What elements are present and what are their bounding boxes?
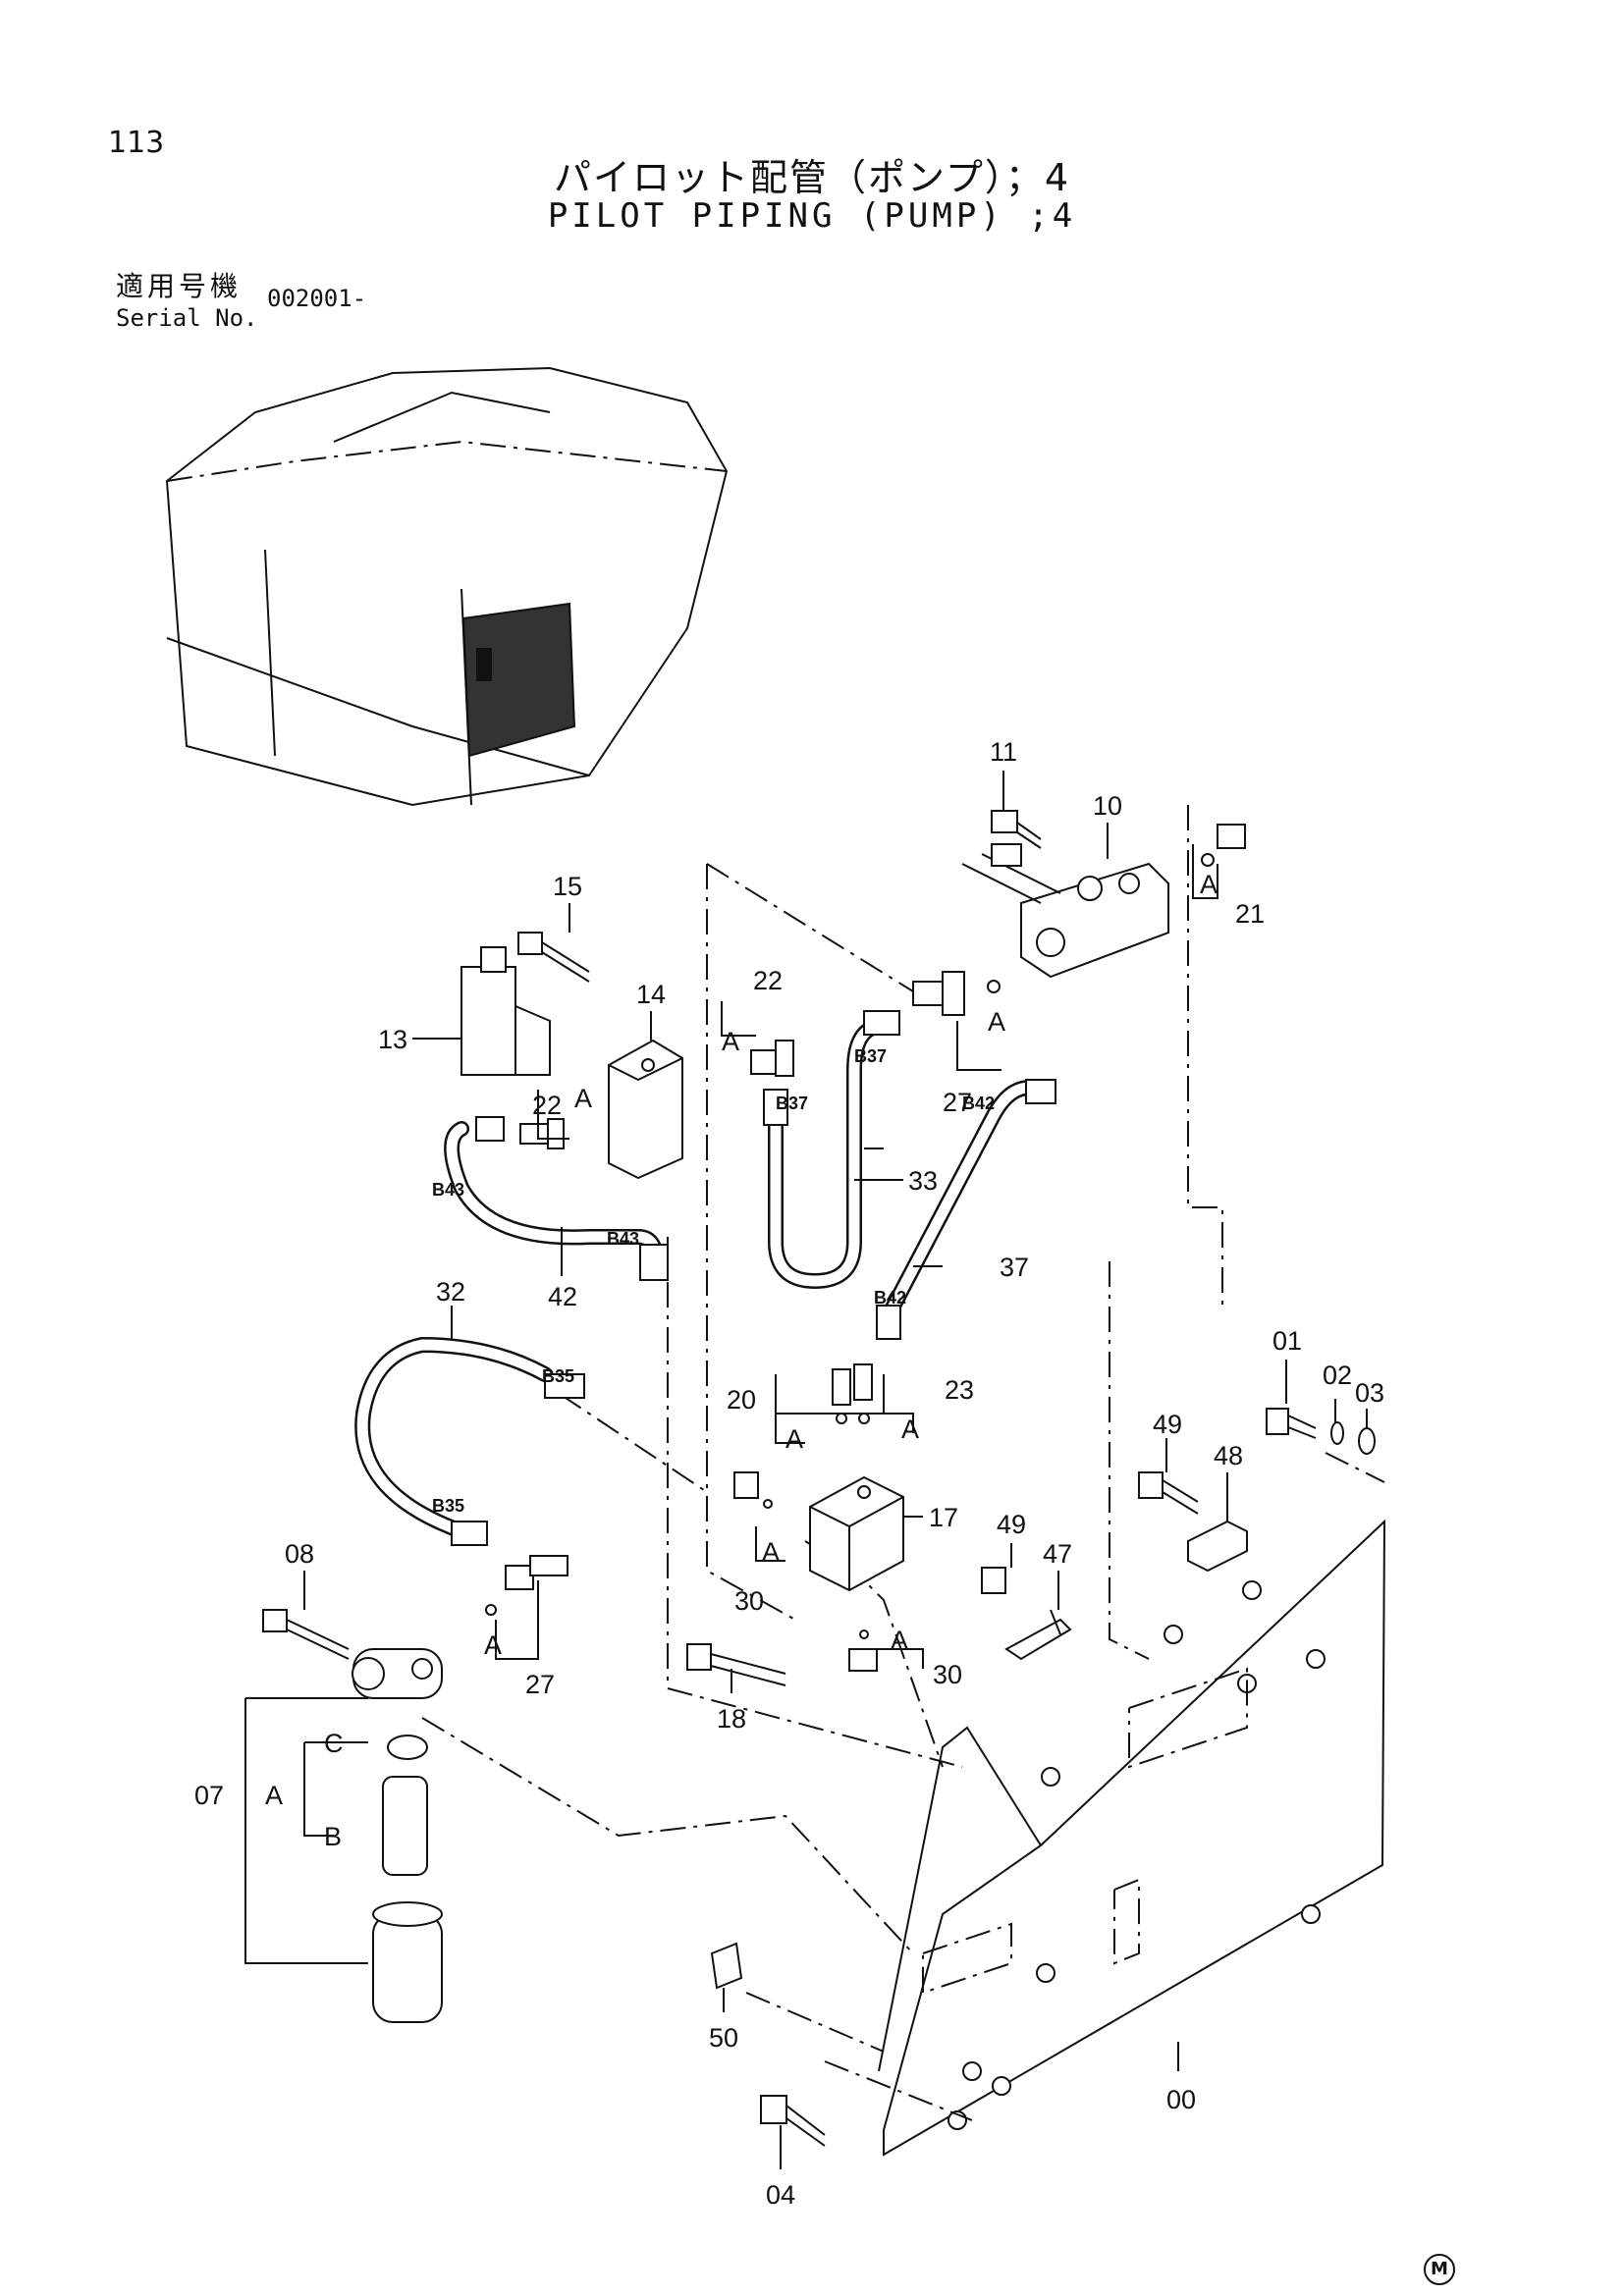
callout-14: 14 (636, 980, 666, 1009)
sub-label-a-22-upper: A (722, 1027, 739, 1056)
callout-23: 23 (945, 1375, 974, 1405)
callout-42: 42 (548, 1282, 577, 1311)
tag-b43-right: B43 (607, 1229, 639, 1249)
serial-label-english: Serial No. (116, 304, 258, 332)
tag-b37-upper: B37 (854, 1046, 887, 1066)
tag-b42-lower: B42 (874, 1288, 906, 1308)
sub-label-a-23: A (901, 1415, 919, 1444)
title-english: PILOT PIPING (PUMP) ;4 (547, 196, 1077, 236)
sub-label-c: C (324, 1729, 344, 1758)
bolt-18 (686, 1643, 786, 1686)
elbow-fitting-22 (519, 1040, 794, 1149)
hose-32 (354, 1336, 585, 1546)
hose-33 (763, 1010, 900, 1290)
part-callouts: 11 10 21 15 14 13 22 22 27 33 37 42 32 2… (194, 737, 1384, 2210)
tag-b35-lower: B35 (432, 1496, 464, 1516)
callout-48: 48 (1214, 1441, 1243, 1470)
callout-13: 13 (378, 1025, 407, 1054)
callout-04: 04 (766, 2180, 795, 2210)
callout-27-upper: 27 (943, 1088, 972, 1117)
sub-label-a-30-left: A (762, 1537, 780, 1567)
plug-30 (733, 1471, 878, 1672)
block-17 (809, 1475, 904, 1592)
callout-30-right: 30 (933, 1660, 962, 1689)
sub-label-a-22-lower: A (574, 1084, 592, 1113)
sub-label-a-filter: A (265, 1781, 283, 1810)
callout-30-left: 30 (734, 1586, 764, 1616)
sub-label-a-30-right: A (891, 1626, 908, 1655)
grouping-brackets (244, 844, 1218, 1964)
callout-50: 50 (709, 2023, 738, 2053)
callout-27-lower: 27 (525, 1670, 555, 1699)
callout-02: 02 (1323, 1361, 1352, 1390)
callout-11: 11 (990, 737, 1017, 767)
leader-lines (421, 805, 1385, 2121)
bolt-01-washers (1266, 1408, 1376, 1455)
bolt-11 (991, 810, 1042, 849)
callout-17: 17 (929, 1503, 958, 1532)
hose-42 (444, 1116, 669, 1281)
callout-20: 20 (727, 1385, 756, 1415)
callout-03: 03 (1355, 1378, 1384, 1408)
block-14 (608, 1039, 683, 1180)
hose-end-tags: B37 B37 B42 B42 B43 B43 B35 B35 (432, 1046, 995, 1516)
tag-b42-upper: B42 (962, 1094, 995, 1113)
tag-b43-left: B43 (432, 1180, 464, 1200)
filter-housing-07 (352, 1648, 443, 2023)
sub-label-a-20: A (785, 1424, 803, 1454)
m-mark-icon: M (1424, 2254, 1455, 2285)
callout-32: 32 (436, 1277, 465, 1307)
clamp-48 (1187, 1520, 1248, 1573)
title-japanese: パイロット配管（ポンプ）；4 (553, 156, 1071, 199)
callout-47: 47 (1043, 1539, 1072, 1569)
callout-49-upper: 49 (1153, 1410, 1182, 1439)
tag-b37-lower: B37 (776, 1094, 808, 1113)
hose-37 (876, 1079, 1056, 1340)
bracket-47 (1004, 1609, 1072, 1661)
sub-label-b: B (324, 1822, 342, 1851)
tag-b35-upper: B35 (542, 1366, 574, 1386)
fitting-20-23 (832, 1363, 873, 1424)
callout-18: 18 (717, 1704, 746, 1734)
page-number: 113 (108, 126, 165, 160)
bolt-49 (981, 1471, 1199, 1594)
bolt-08 (262, 1609, 350, 1660)
serial-value: 002001- (267, 285, 367, 312)
tee-fitting-27-lower (485, 1555, 568, 1616)
sub-label-a-27-lower: A (484, 1630, 502, 1660)
callout-37: 37 (1000, 1253, 1029, 1282)
callout-22-lower: 22 (532, 1091, 562, 1120)
callout-15: 15 (553, 872, 582, 901)
callout-22-upper: 22 (753, 966, 783, 995)
bolt-15 (517, 932, 590, 983)
sub-label-a-27-upper: A (988, 1007, 1005, 1037)
bolt-04 (760, 2095, 826, 2147)
machine-overview-illustration (165, 366, 729, 807)
callout-10: 10 (1093, 791, 1122, 821)
valve-block-10 (961, 824, 1246, 979)
callout-33: 33 (908, 1166, 938, 1196)
callout-01: 01 (1272, 1326, 1302, 1356)
tee-fitting-27-upper (912, 971, 1001, 1016)
solenoid-valve-13 (460, 946, 551, 1076)
sub-label-a-21: A (1200, 870, 1218, 899)
callout-49-lower: 49 (997, 1510, 1026, 1539)
callout-08: 08 (285, 1539, 314, 1569)
callout-00: 00 (1166, 2085, 1196, 2114)
mounting-plate (878, 1519, 1386, 2157)
clip-50 (710, 1942, 743, 1990)
callout-07: 07 (194, 1781, 224, 1810)
serial-label-japanese: 適用号機 (116, 270, 243, 302)
sub-labels: A A A A A A A A A A C B (265, 870, 1218, 1851)
callout-21: 21 (1235, 899, 1265, 929)
callout-leaders (303, 771, 1368, 2169)
